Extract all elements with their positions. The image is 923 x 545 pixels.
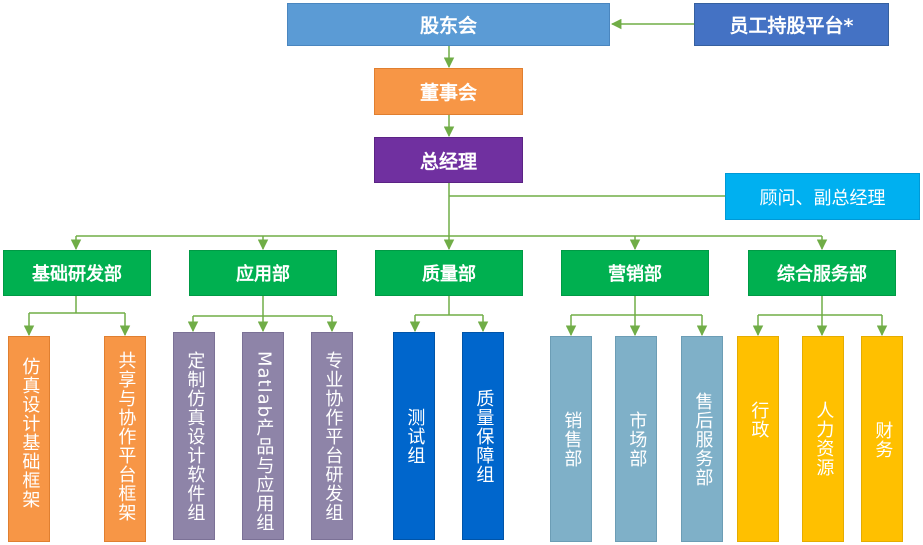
department-label: 质量部 [422, 264, 476, 285]
board-label: 董事会 [419, 82, 477, 104]
advisor-box: 顾问、副总经理 [725, 173, 920, 220]
unit-box: 共享与协作平台框架 [104, 336, 146, 542]
unit-label: 财务 [872, 421, 894, 459]
unit-label: 测试组 [404, 407, 426, 465]
general-manager-label: 总经理 [419, 150, 477, 173]
unit-box: 质量保障组 [462, 332, 504, 540]
esop-label: 员工持股平台* [729, 15, 854, 37]
esop-box: 员工持股平台* [694, 3, 889, 46]
unit-box: 测试组 [393, 332, 435, 540]
unit-box: 人力资源 [802, 336, 844, 542]
unit-label: 售后服务部 [692, 391, 714, 487]
department-application: 应用部 [189, 250, 337, 296]
unit-label: 仿真设计基础框架 [19, 357, 41, 509]
department-general-services: 综合服务部 [748, 250, 896, 296]
unit-label: 质量保障组 [473, 388, 495, 484]
shareholders-box: 股东会 [287, 3, 610, 46]
unit-box: Matlab产品与应用组 [242, 332, 284, 540]
unit-box: 销售部 [550, 336, 592, 542]
unit-label: 市场部 [626, 410, 648, 468]
unit-label: 销售部 [561, 410, 583, 468]
board-box: 董事会 [374, 68, 523, 115]
unit-box: 财务 [861, 336, 903, 542]
unit-label: 人力资源 [813, 401, 835, 477]
department-label: 应用部 [236, 264, 290, 285]
shareholders-label: 股东会 [419, 15, 477, 37]
unit-label: 定制仿真设计软件组 [184, 351, 206, 522]
unit-label: 共享与协作平台框架 [115, 351, 137, 522]
advisor-label: 顾问、副总经理 [759, 187, 886, 209]
department-label: 综合服务部 [777, 264, 867, 285]
department-label: 基础研发部 [32, 264, 122, 285]
unit-box: 专业协作平台研发组 [311, 332, 353, 540]
unit-box: 定制仿真设计软件组 [173, 332, 215, 540]
general-manager-box: 总经理 [374, 137, 523, 183]
department-quality: 质量部 [375, 250, 523, 296]
department-marketing: 营销部 [561, 250, 709, 296]
unit-label: 行政 [748, 401, 770, 439]
unit-label: 专业协作平台研发组 [322, 351, 344, 522]
unit-box: 售后服务部 [681, 336, 723, 542]
department-rd: 基础研发部 [3, 250, 151, 296]
department-label: 营销部 [608, 264, 662, 285]
unit-box: 仿真设计基础框架 [8, 336, 50, 542]
unit-label: Matlab产品与应用组 [253, 351, 275, 533]
unit-box: 行政 [737, 336, 779, 542]
unit-box: 市场部 [615, 336, 657, 542]
